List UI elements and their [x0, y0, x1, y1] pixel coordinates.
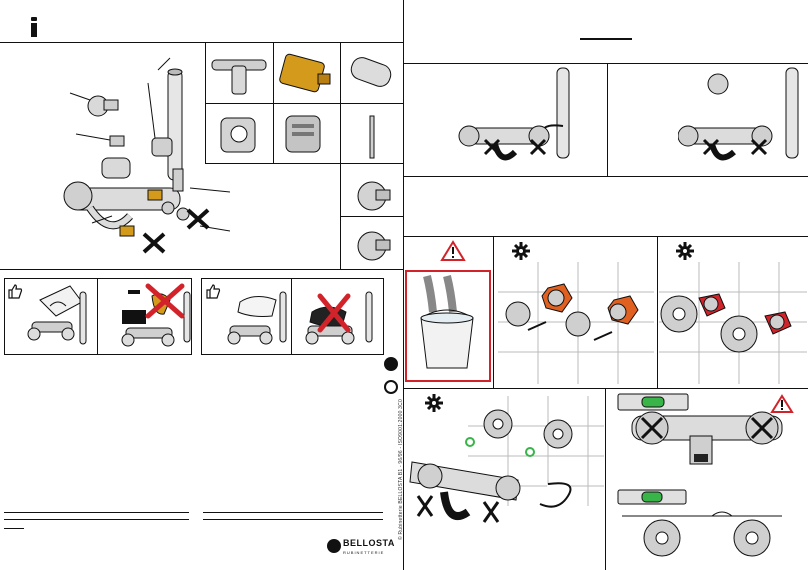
brand-logo: BELLOSTA RUBINETTERIE — [327, 537, 397, 559]
certification-icon-2 — [384, 380, 398, 394]
brand-logo-mark — [327, 539, 341, 553]
level-check-illustration — [617, 393, 783, 557]
parts-grid — [205, 43, 403, 269]
footer-line-3 — [4, 519, 189, 520]
part-brass-cartridge — [279, 53, 331, 93]
footer-line-2 — [203, 512, 383, 513]
no-spray-illustration — [305, 291, 373, 345]
vertical-certification-note: © Rubinetterie BELLOSTA B1 - 96/96 - ISO… — [398, 399, 404, 540]
right-rule-3 — [404, 388, 808, 389]
flush-pipes-illustration — [405, 270, 491, 382]
install-eccentrics-illustration — [498, 262, 654, 384]
brand-name: BELLOSTA — [343, 538, 395, 548]
part-ceramic-cartridge — [285, 115, 321, 153]
footer-line-4 — [203, 519, 383, 520]
right-vdiv-bottom — [605, 388, 606, 570]
left-header-rule — [0, 42, 403, 43]
right-rule-1 — [404, 176, 808, 177]
right-rule-2 — [404, 236, 808, 237]
right-vdiv-top — [607, 63, 608, 176]
cleaning-cloth-illustration — [27, 285, 87, 345]
flush-bucket-drawing — [420, 275, 474, 369]
no-abrasive-illustration — [121, 283, 191, 347]
info-icon — [31, 17, 37, 37]
wipe-hand-illustration — [227, 291, 287, 345]
x-mark-icon — [145, 283, 185, 319]
brand-tagline: RUBINETTERIE — [343, 550, 385, 555]
gear-icon — [676, 242, 694, 260]
cleaning-panel-left — [4, 278, 192, 355]
assembled-mixer-view-1 — [458, 67, 570, 161]
part-wall-bracket-1 — [357, 181, 391, 211]
right-vdiv-mid-2 — [657, 236, 658, 388]
exploded-diagram — [63, 57, 230, 254]
part-sleeve — [350, 57, 392, 87]
part-pin — [369, 115, 375, 159]
part-spacer-ring — [220, 117, 256, 153]
install-covers-illustration — [659, 262, 807, 384]
certification-icon-1 — [384, 357, 398, 371]
assembled-mixer-view-2 — [678, 67, 799, 161]
right-vdiv-mid-1 — [493, 236, 494, 388]
hand-shower — [167, 68, 183, 181]
left-mid-rule — [0, 269, 403, 270]
right-header-rule — [404, 63, 808, 64]
warning-icon — [440, 240, 466, 261]
title-underline — [580, 38, 632, 40]
x-mark-icon — [317, 293, 351, 333]
center-divider — [403, 0, 404, 570]
part-wall-bracket-2 — [357, 231, 391, 261]
mount-mixer-illustration — [409, 396, 604, 523]
thumbs-up-icon — [8, 284, 23, 299]
part-cross-handle — [211, 59, 267, 95]
footer-line-5 — [4, 528, 24, 529]
warning-icon — [770, 394, 794, 413]
gear-icon — [512, 242, 530, 260]
thumbs-up-icon — [206, 284, 221, 299]
gear-icon — [425, 394, 443, 412]
footer-line-1 — [4, 512, 189, 513]
